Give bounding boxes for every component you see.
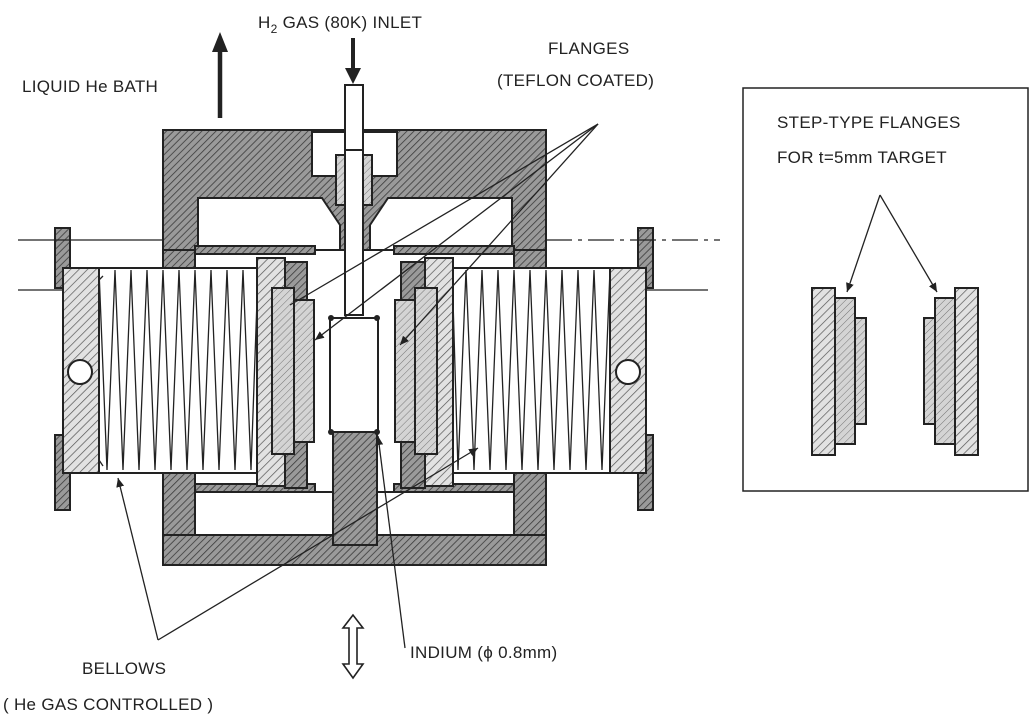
bellows-leader-lines xyxy=(116,447,479,641)
liquid-he-bath-arrow xyxy=(212,32,228,118)
gas-inlet-label: H2 GAS (80K) INLET xyxy=(258,13,422,36)
indium-label: INDIUM (ϕ 0.8mm) xyxy=(410,643,557,662)
beam-axis-lines xyxy=(18,239,720,291)
indium-leader-line xyxy=(375,435,406,649)
bellows-label-line1: BELLOWS xyxy=(82,659,166,678)
step-flanges-title-line2: FOR t=5mm TARGET xyxy=(777,148,947,167)
step-flanges-title-line1: STEP-TYPE FLANGES xyxy=(777,113,961,132)
flanges-leader-lines xyxy=(289,123,599,346)
right-bellows-assembly xyxy=(394,227,654,511)
step-type-flanges-inset xyxy=(742,87,1029,492)
flanges-label-line1: FLANGES xyxy=(548,39,629,58)
left-bellows-assembly xyxy=(54,227,315,511)
gas-inlet-arrow xyxy=(345,38,361,84)
liquid-he-bath-label: LIQUID He BATH xyxy=(22,77,158,96)
target-cell-center xyxy=(328,315,380,435)
bellows-label-line2: ( He GAS CONTROLLED ) xyxy=(3,695,213,714)
flanges-label-line2: (TEFLON COATED) xyxy=(497,71,654,90)
lower-vessel-housing xyxy=(162,429,547,566)
vertical-movement-double-arrow xyxy=(341,613,365,680)
gas-inlet-tube xyxy=(335,84,373,316)
